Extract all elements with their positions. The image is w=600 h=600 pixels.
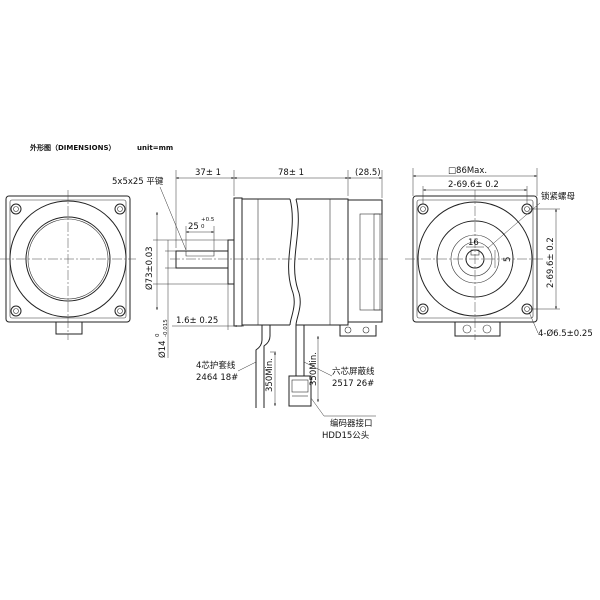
cable1-spec: 2464 18#	[196, 373, 238, 383]
dim-bolt-h-text: 2-69.6± 0.2	[448, 180, 499, 190]
cable1-length-text: 350Min.	[265, 358, 275, 392]
cable2-leader	[303, 361, 333, 377]
dim-shaft-a-text: 16	[468, 238, 479, 248]
key-tol-upper: +0.5	[201, 217, 215, 223]
encoder-name: 编码器接口	[330, 418, 373, 429]
rear-dimensions: □86Max. 2-69.6± 0.2 锁紧螺母 2-69.6± 0.2 16 …	[412, 166, 593, 339]
cable-power-upper	[255, 325, 263, 408]
side-keyway	[185, 251, 215, 257]
front-mount-hole-bl	[10, 305, 22, 317]
encoder-spec: HDD15公头	[322, 430, 370, 441]
cable-power-lower	[263, 325, 271, 408]
side-rear-cap-inner	[359, 213, 381, 311]
rear-view	[405, 190, 545, 340]
dim-shaft-tol-upper: 0	[155, 333, 161, 337]
dim-pilot-text: Ø73±0.03	[144, 246, 155, 290]
key-label: 5x5x25 平键	[112, 176, 164, 187]
rear-gland-2	[482, 324, 492, 334]
dim-body-text: 78± 1	[278, 168, 304, 178]
key-length-text: 25	[188, 222, 199, 232]
rear-mount-hole-tl	[417, 203, 429, 215]
side-gland-1	[344, 326, 352, 334]
front-view	[0, 190, 136, 340]
cable1-name: 4芯护套线	[196, 360, 236, 371]
rear-mount-hole-bl	[417, 303, 429, 315]
dim-bolt-v-text: 2-69.6± 0.2	[546, 237, 556, 288]
front-mount-hole-tl	[10, 203, 22, 215]
holes-leader	[528, 311, 539, 334]
side-rear-brake	[373, 213, 383, 311]
side-body-rear	[296, 198, 349, 326]
cable1-leader	[237, 361, 257, 372]
front-mount-hole-tr	[114, 203, 126, 215]
cable2-spec: 2517 26#	[332, 379, 374, 389]
lock-nut-leader	[487, 202, 541, 249]
header-title: 外形图（DIMENSIONS）	[30, 143, 116, 152]
dim-tail-text: (28.5)	[355, 168, 381, 178]
key-leader	[159, 186, 187, 251]
front-cable-boss	[55, 322, 83, 335]
key-tol-lower: 0	[201, 224, 205, 230]
encoder-connector	[288, 375, 312, 407]
drawing-header: 外形图（DIMENSIONS） unit=mm	[30, 143, 173, 152]
cable2-length-text: 350Min.	[309, 352, 319, 386]
holes-text: 4-Ø6.5±0.25	[538, 328, 593, 339]
side-gland-2	[362, 326, 370, 334]
side-rear-cap	[348, 199, 383, 323]
side-view	[170, 197, 390, 408]
front-mount-hole-br	[114, 305, 126, 317]
dim-shaft-tol-lower: -0.015	[163, 319, 169, 337]
dim-flange-thk-text: 1.6± 0.25	[176, 316, 218, 326]
side-pilot	[227, 239, 235, 285]
dim-square-text: □86Max.	[448, 166, 487, 176]
cable2-name: 六芯屏蔽线	[332, 366, 375, 377]
rear-gland-1	[462, 324, 472, 334]
encoder-connector-shell	[291, 379, 309, 393]
side-shaft	[175, 250, 229, 269]
rear-connector-boss	[454, 322, 501, 337]
side-connector-block	[339, 325, 377, 337]
lock-nut-label: 锁紧螺母	[541, 191, 575, 202]
side-break-line-1	[288, 198, 295, 326]
side-body-front	[241, 198, 290, 326]
side-flange	[233, 197, 243, 327]
side-break-line-2	[294, 198, 301, 326]
side-dimensions: 37± 1 78± 1 (28.5) 5x5x25 平键 25 +0.5 0 Ø…	[112, 168, 383, 441]
dim-flange-text: 37± 1	[195, 168, 221, 178]
dim-shaft-text: Ø14	[157, 340, 168, 358]
encoder-leader	[310, 397, 325, 417]
dim-shaft-b-text: 5	[503, 257, 513, 262]
header-unit: unit=mm	[137, 144, 173, 152]
